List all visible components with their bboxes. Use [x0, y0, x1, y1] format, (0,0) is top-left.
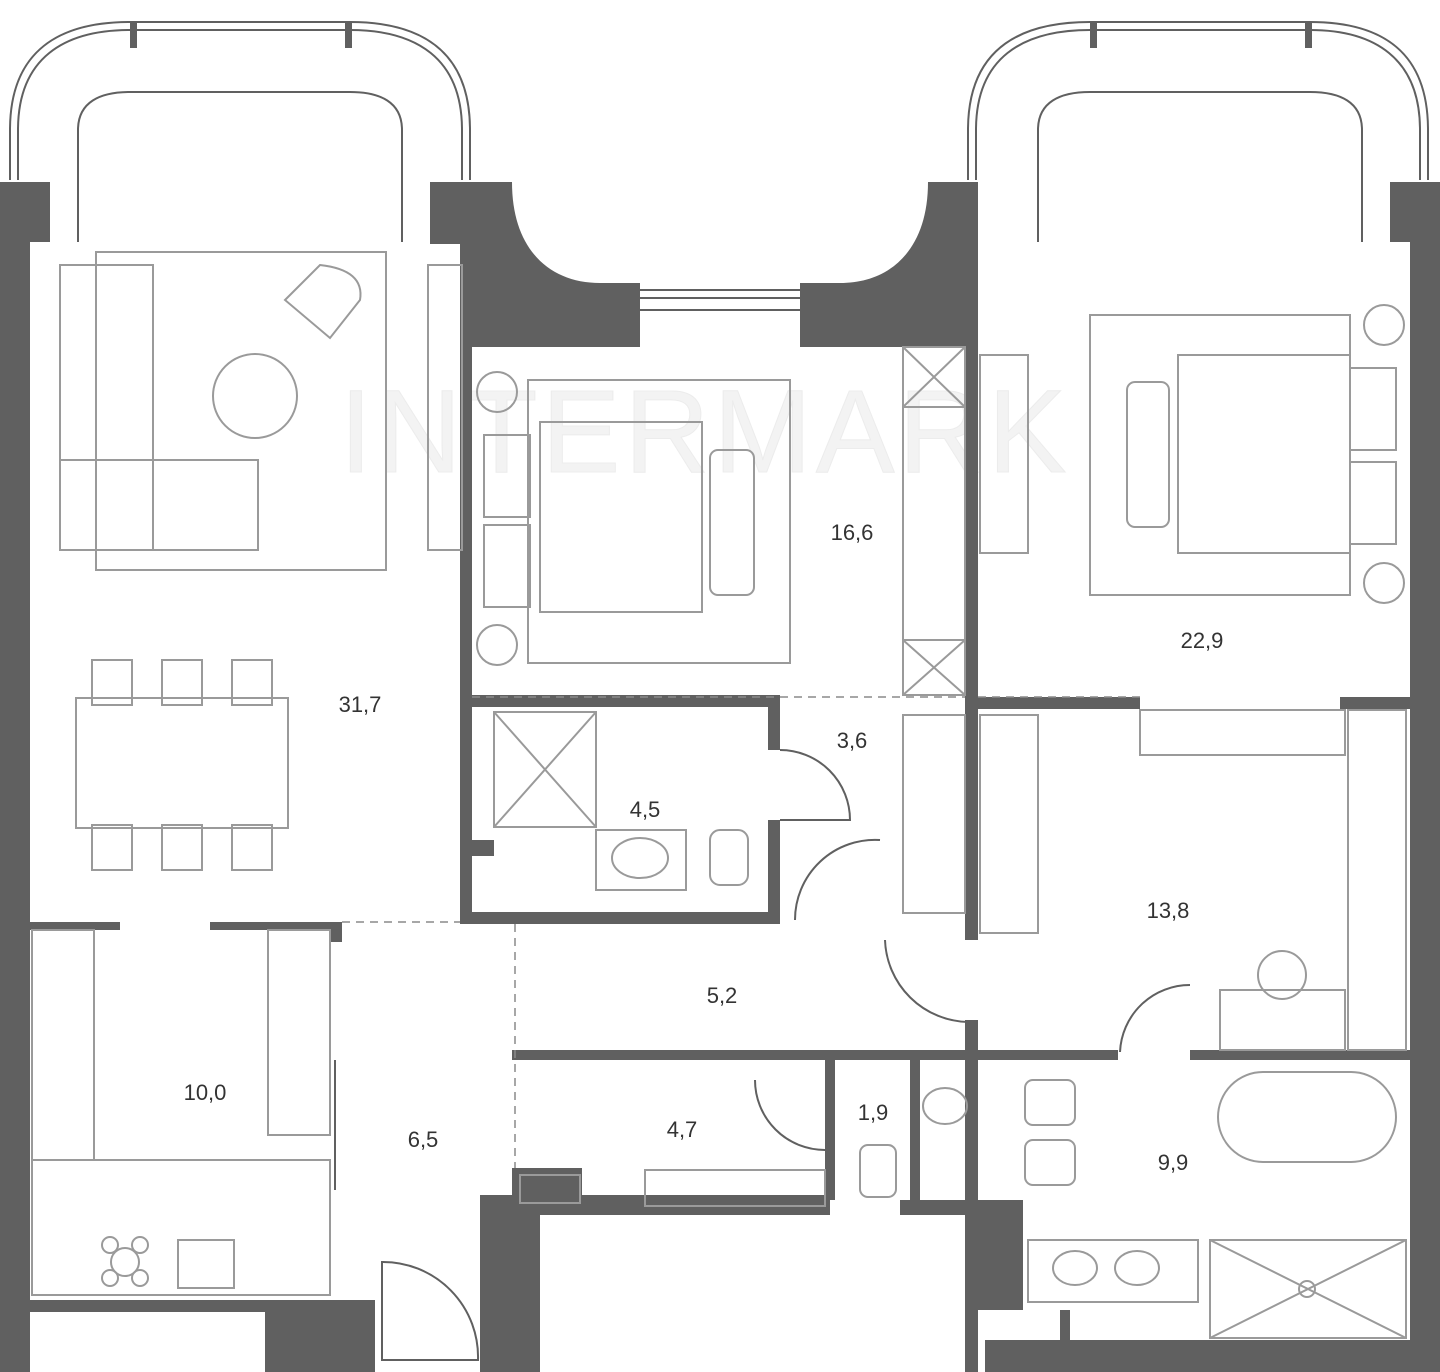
area-label-wardrobe: 3,6: [837, 728, 868, 753]
area-label-kitchen: 10,0: [184, 1080, 227, 1105]
area-label-dressing: 13,8: [1147, 898, 1190, 923]
area-label-hall: 5,2: [707, 983, 738, 1008]
area-label-bathroom-master: 9,9: [1158, 1150, 1189, 1175]
area-label-wc: 1,9: [858, 1100, 889, 1125]
dining-chairs: [91, 659, 273, 871]
area-label-living: 31,7: [339, 692, 382, 717]
room-area-labels: 31,7 16,6 22,9 3,6 4,5 13,8 5,2 10,0 6,5…: [184, 520, 1224, 1175]
area-label-bathroom-small: 4,5: [630, 797, 661, 822]
room-dividers: [342, 696, 1140, 1168]
watermark: INTERMARK: [340, 366, 1071, 498]
furniture: [31, 251, 1407, 1339]
area-label-bedroom-small: 16,6: [831, 520, 874, 545]
doors: [334, 749, 1191, 1361]
balconies: [9, 21, 1429, 311]
area-label-entrance: 6,5: [408, 1127, 439, 1152]
area-label-bedroom-master: 22,9: [1181, 628, 1224, 653]
area-label-corridor: 4,7: [667, 1117, 698, 1142]
walls: [0, 182, 1440, 1372]
